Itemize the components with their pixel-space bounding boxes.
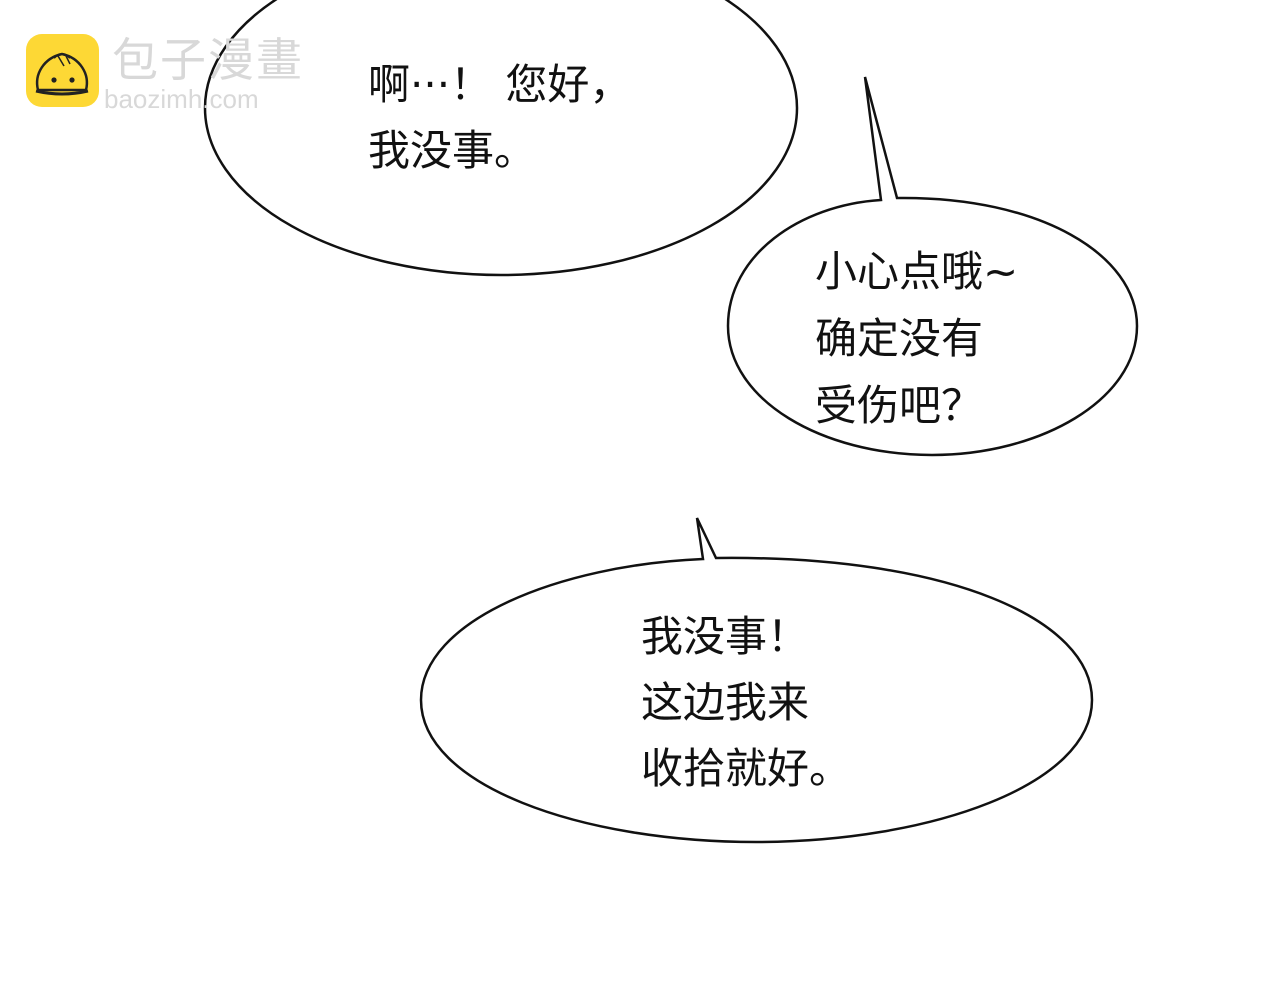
- speech-bubble-2: [726, 76, 1139, 457]
- watermark-logo: 包子漫畫 baozimh.com: [26, 33, 326, 114]
- speech-bubble-1-text: 啊···！ 您好， 我没事。: [368, 60, 632, 175]
- speech-bubble-3-text: 我没事！ 这边我来 收拾就好。: [641, 612, 852, 793]
- speech-bubble-2-text: 小心点哦~ 确定没有 受伤吧？: [815, 247, 1019, 430]
- speech-bubble-1: [203, 0, 799, 277]
- watermark-brand-en: baozimh.com: [104, 84, 259, 114]
- speech-bubble-3: [419, 517, 1094, 844]
- steamed-bun-icon: [26, 34, 99, 107]
- watermark-brand-cn: 包子漫畫: [112, 33, 304, 87]
